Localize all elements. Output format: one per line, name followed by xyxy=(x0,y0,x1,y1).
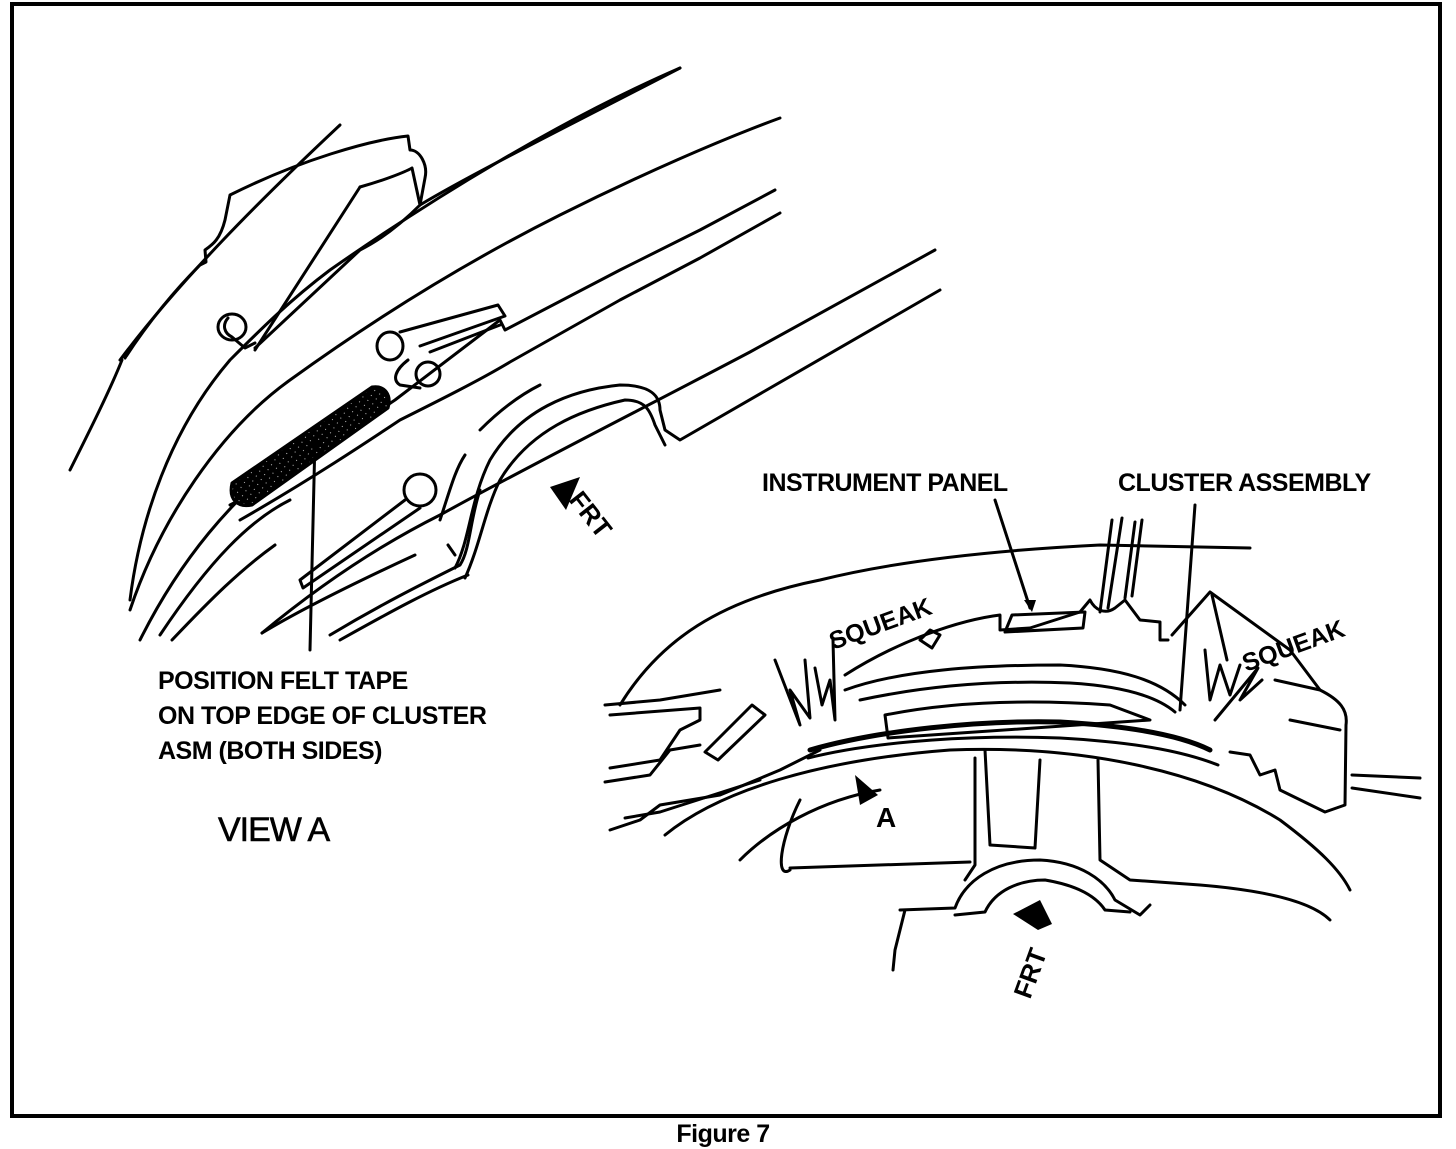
frt-arrow-view-a: FRT xyxy=(550,477,618,544)
dash-top-arc xyxy=(618,543,1252,707)
cluster-rail-3 xyxy=(260,248,937,635)
left-dash-5 xyxy=(623,778,762,820)
squeak-bolt-left-1 xyxy=(773,658,812,727)
steering-hub-2 xyxy=(963,756,977,882)
panel-vent xyxy=(1003,610,1087,634)
steering-hub xyxy=(983,748,1042,850)
right-hood-edge xyxy=(1210,593,1229,662)
dash-outer-arc-2 xyxy=(68,358,124,472)
felt-tape-callout: POSITION FELT TAPE ON TOP EDGE OF CLUSTE… xyxy=(158,664,487,769)
cluster-hood-arc xyxy=(843,663,1187,707)
felt-tape-leader xyxy=(308,436,317,652)
right-hood-lines-2 xyxy=(1273,678,1322,692)
cluster-lens xyxy=(883,700,1152,740)
pin-upper-left xyxy=(216,312,257,350)
cluster-base-2 xyxy=(806,735,1220,767)
frt-label-overview: FRT xyxy=(1007,944,1053,1002)
view-a-arrow-icon xyxy=(855,775,878,805)
bezel-inner-tab xyxy=(253,166,422,350)
right-dash-ext-2 xyxy=(1350,786,1422,800)
figure-caption-text: Figure 7 xyxy=(676,1120,770,1148)
contour-tick xyxy=(446,543,457,557)
bezel-tab-side xyxy=(253,185,362,352)
frt-arrow-head-icon xyxy=(1013,900,1052,930)
frt-arrow-head-icon xyxy=(550,477,580,510)
squeak-rivet-left xyxy=(918,628,942,650)
lower-spoke xyxy=(898,858,1152,917)
felt-tape-callout-line-2: ON TOP EDGE OF CLUSTER xyxy=(158,702,487,730)
dash-edge-line-3 xyxy=(158,498,292,637)
view-a-title: VIEW A xyxy=(218,811,331,850)
column-stalk-2 xyxy=(1106,516,1124,610)
cluster-rail-4 xyxy=(170,543,277,642)
instrument-panel-label: INSTRUMENT PANEL xyxy=(762,469,1008,497)
squeak-bolt-right-2 xyxy=(1213,666,1264,722)
steering-wheel-inner xyxy=(738,788,882,862)
felt-tape xyxy=(229,385,391,508)
view-a-detail: FRT xyxy=(68,66,942,652)
cluster-assembly-leader xyxy=(1178,503,1197,712)
steering-wheel-spoke-l xyxy=(779,798,802,874)
cluster-base-thick xyxy=(807,719,1213,753)
lower-spoke-3 xyxy=(891,908,907,972)
squeak-label-left: SQUEAK xyxy=(825,593,935,656)
squeak-bolt-right-1 xyxy=(1203,648,1242,702)
cluster-contour-inner xyxy=(463,398,667,580)
steering-hub-4 xyxy=(788,860,972,870)
pin-upper-center xyxy=(375,303,507,390)
contour-arc-1 xyxy=(478,383,542,432)
figure-border xyxy=(10,2,1442,1118)
column-stalk-3 xyxy=(1123,520,1137,600)
left-clip xyxy=(703,703,767,762)
right-dash-ext-1 xyxy=(1350,773,1422,780)
column-stalk-1 xyxy=(1098,518,1114,614)
overview-detail: A SQUEAK SQUEAK FRT xyxy=(603,498,1422,1002)
cluster-rail-2 xyxy=(238,211,782,522)
steering-wheel-outer xyxy=(663,747,1352,892)
left-dash-2 xyxy=(608,706,702,770)
left-dash-4 xyxy=(608,748,822,832)
left-dash-1 xyxy=(603,688,722,707)
bezel-upper-edge xyxy=(123,66,682,360)
contour-arc-2 xyxy=(438,453,467,522)
instrument-panel-leader-arrow-icon xyxy=(1024,600,1036,612)
dash-edge-line-1 xyxy=(128,116,782,612)
cluster-assembly-label: CLUSTER ASSEMBLY xyxy=(1118,469,1371,497)
view-a-marker: A xyxy=(876,802,896,833)
dash-outer-arc-1 xyxy=(118,123,342,362)
right-hood-lines xyxy=(1288,718,1342,732)
lower-sill-1 xyxy=(260,553,417,635)
lower-spoke-2 xyxy=(953,878,1132,917)
left-dash-3 xyxy=(603,743,702,784)
lower-sill-3 xyxy=(338,573,470,642)
lower-sill-2 xyxy=(328,488,482,637)
frt-arrow-overview: FRT xyxy=(1007,900,1053,1002)
felt-tape-callout-line-3: ASM (BOTH SIDES) xyxy=(158,737,382,765)
cluster-contour xyxy=(453,288,942,570)
cluster-hood-arc-2 xyxy=(858,680,1177,714)
pin-lower-eyelet xyxy=(298,472,438,590)
felt-tape-callout-line-1: POSITION FELT TAPE xyxy=(158,667,408,695)
instrument-panel-leader xyxy=(993,498,1032,610)
steering-hub-3 xyxy=(1096,758,1332,922)
column-stalk-4 xyxy=(1130,518,1144,598)
figure-caption: Figure 7 xyxy=(0,1120,1456,1149)
instrument-panel-top xyxy=(843,598,1170,677)
dash-outer-arc-3 xyxy=(128,66,682,602)
squeak-bolt-left-2 xyxy=(813,638,837,722)
